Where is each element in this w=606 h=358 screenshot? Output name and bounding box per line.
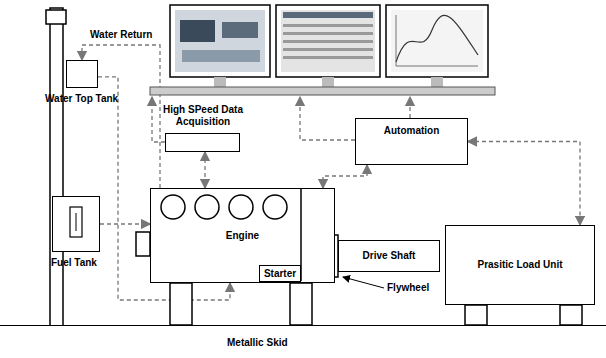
component-label: Prasitic Load Unit <box>477 259 562 271</box>
component-label: Engine <box>226 230 259 242</box>
leader-line <box>343 277 384 288</box>
component-label: Starter <box>264 268 296 280</box>
skid-band: Metallic Skid <box>0 325 606 358</box>
component-label: Metallic Skid <box>227 337 288 349</box>
component-box: Drive Shaft <box>338 240 440 272</box>
component-box: Fuel Tank <box>52 196 100 252</box>
component-label: High SPeed Data Acquisition <box>148 104 258 128</box>
part-label: Flywheel <box>386 282 430 293</box>
component-box: High SPeed Data Acquisition <box>165 133 240 152</box>
flow-connector <box>468 142 580 226</box>
flow-connector <box>323 165 367 188</box>
component-box: Starter <box>259 265 301 282</box>
edge-label: Water Return <box>89 29 153 40</box>
component-box: Automation <box>355 118 468 165</box>
component-label: Water Top Tank <box>45 93 118 105</box>
component-box: Water Top Tank <box>66 60 98 88</box>
component-box: EngineStarter <box>150 188 335 283</box>
monitors <box>150 5 495 95</box>
support-pole <box>50 8 63 326</box>
component-label: Automation <box>384 125 440 137</box>
component-label: Drive Shaft <box>363 250 416 262</box>
component-box: Prasitic Load Unit <box>445 225 595 305</box>
flow-connector <box>100 223 150 224</box>
flow-connector <box>204 152 205 188</box>
component-label: Fuel Tank <box>51 257 97 269</box>
fuel-gauge <box>53 197 98 250</box>
